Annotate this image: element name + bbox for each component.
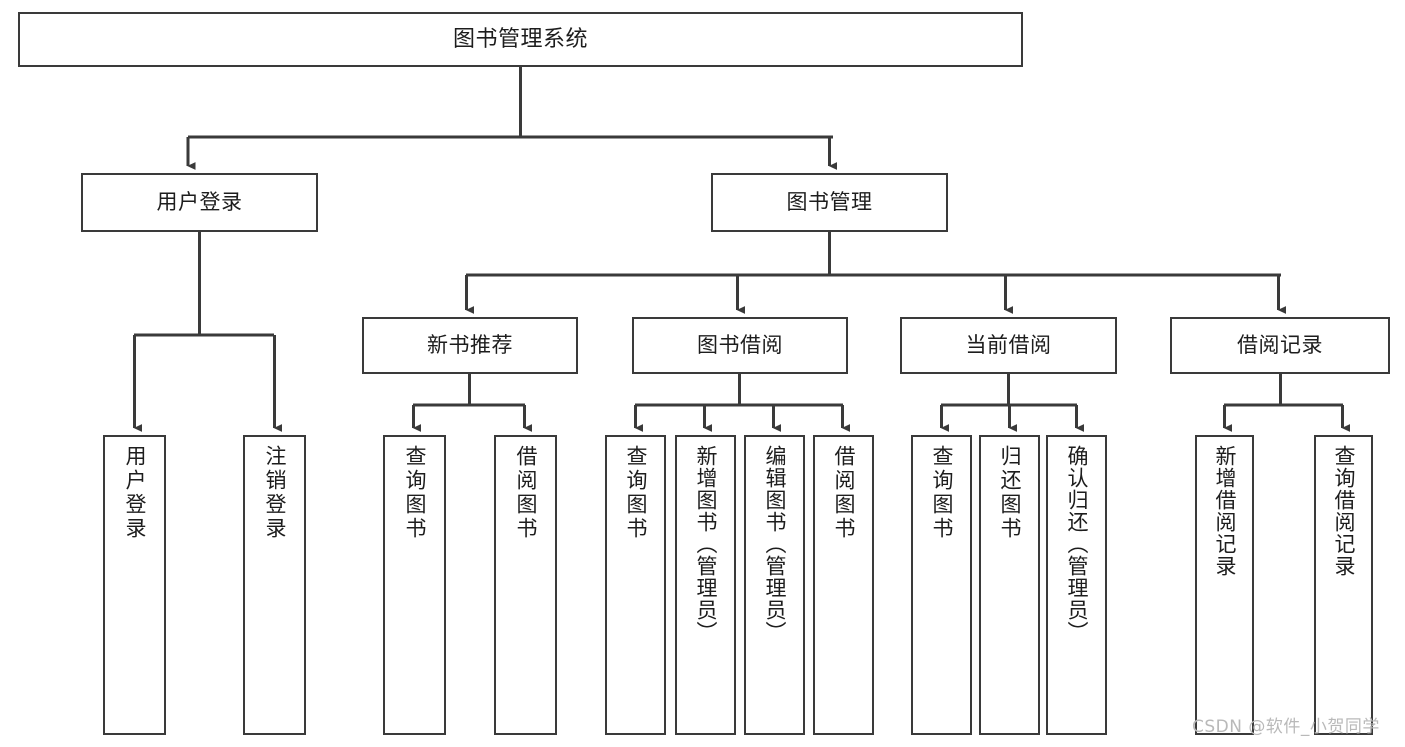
node-current-borrow[interactable]: 当前借阅 [900, 317, 1117, 374]
node-borrow-record[interactable]: 借阅记录 [1170, 317, 1390, 374]
leaf-user-login-logout[interactable]: 注销登录 [243, 435, 306, 735]
node-user-login-label: 用户登录 [156, 190, 243, 214]
leaf-current-query-book[interactable]: 查询图书 [911, 435, 972, 735]
node-new-book-recommend[interactable]: 新书推荐 [362, 317, 578, 374]
leaf-borrow-add-book-admin[interactable]: 新增图书（管理员） [675, 435, 736, 735]
leaf-recommend-query-book[interactable]: 查询图书 [383, 435, 446, 735]
node-borrow-record-label: 借阅记录 [1237, 333, 1323, 357]
leaf-recommend-borrow-book-label: 借阅图书 [514, 445, 538, 541]
leaf-borrow-borrow-book[interactable]: 借阅图书 [813, 435, 874, 735]
leaf-user-login-login[interactable]: 用户登录 [103, 435, 166, 735]
node-current-borrow-label: 当前借阅 [965, 333, 1052, 357]
leaf-borrow-query-book-label: 查询图书 [624, 445, 648, 541]
leaf-current-confirm-return-admin[interactable]: 确认归还（管理员） [1046, 435, 1107, 735]
leaf-user-login-logout-label: 注销登录 [263, 445, 287, 541]
leaf-current-return-book[interactable]: 归还图书 [979, 435, 1040, 735]
leaf-record-query-record[interactable]: 查询借阅记录 [1314, 435, 1373, 735]
node-book-borrow-label: 图书借阅 [697, 333, 783, 357]
leaf-recommend-borrow-book[interactable]: 借阅图书 [494, 435, 557, 735]
leaf-borrow-edit-book-admin-label: 编辑图书（管理员） [763, 445, 787, 643]
node-new-book-recommend-label: 新书推荐 [427, 333, 513, 357]
node-book-management-label: 图书管理 [786, 190, 873, 214]
node-book-borrow[interactable]: 图书借阅 [632, 317, 848, 374]
leaf-record-query-record-label: 查询借阅记录 [1332, 445, 1356, 577]
leaf-current-query-book-label: 查询图书 [930, 445, 954, 541]
leaf-recommend-query-book-label: 查询图书 [403, 445, 427, 541]
leaf-borrow-add-book-admin-label: 新增图书（管理员） [694, 445, 718, 643]
leaf-record-add-record[interactable]: 新增借阅记录 [1195, 435, 1254, 735]
leaf-current-return-book-label: 归还图书 [998, 445, 1022, 541]
csdn-watermark: CSDN @软件_小贺同学 [1192, 717, 1380, 737]
node-root-system[interactable]: 图书管理系统 [18, 12, 1023, 67]
leaf-borrow-edit-book-admin[interactable]: 编辑图书（管理员） [744, 435, 805, 735]
node-book-management[interactable]: 图书管理 [711, 173, 948, 232]
leaf-record-add-record-label: 新增借阅记录 [1213, 445, 1237, 577]
node-root-system-label: 图书管理系统 [452, 26, 588, 52]
leaf-current-confirm-return-admin-label: 确认归还（管理员） [1065, 445, 1089, 643]
leaf-borrow-borrow-book-label: 借阅图书 [832, 445, 856, 541]
node-user-login[interactable]: 用户登录 [81, 173, 318, 232]
leaf-borrow-query-book[interactable]: 查询图书 [605, 435, 666, 735]
leaf-user-login-login-label: 用户登录 [123, 445, 147, 541]
